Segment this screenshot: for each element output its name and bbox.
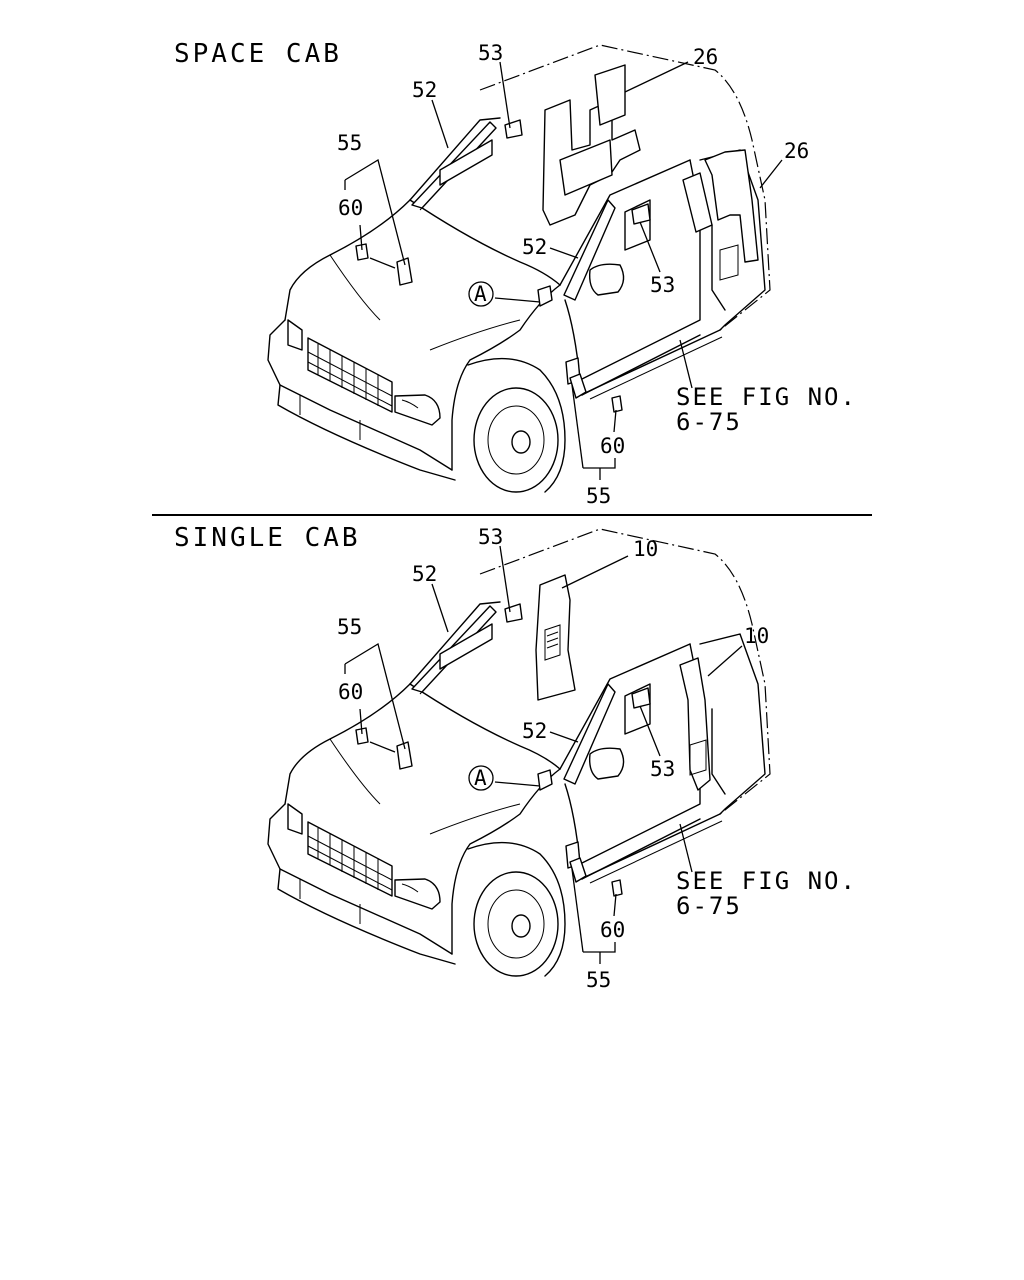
callout-53-pillar-single: 53: [650, 757, 675, 781]
see-fig-note-line2-single: 6-75: [676, 892, 742, 920]
callout-10-rear: 10: [744, 624, 769, 648]
callout-55-lower-single: 55: [586, 968, 611, 992]
single-cab-section: SINGLE CAB 53 10 52 10 55 60 52 53 A 60: [174, 523, 857, 992]
callout-a-label-single: A: [474, 766, 487, 790]
callout-53-top-single: 53: [478, 525, 503, 549]
space-cab-section: SPACE CAB 53 26 52 26 55 60 52 53 A 60 5…: [174, 39, 857, 508]
section-title-space-cab: SPACE CAB: [174, 39, 342, 69]
callout-53-top: 53: [478, 41, 503, 65]
callout-55-upper-single: 55: [337, 615, 362, 639]
callout-52-windshield-single: 52: [412, 562, 437, 586]
callout-circle-a: [468, 281, 494, 307]
see-fig-note-line1-single: SEE FIG NO.: [676, 867, 857, 895]
callout-52-pillar: 52: [522, 235, 547, 259]
callout-26-rear: 26: [784, 139, 809, 163]
callout-53-pillar: 53: [650, 273, 675, 297]
callout-60-lower: 60: [600, 434, 625, 458]
section-title-single-cab: SINGLE CAB: [174, 523, 361, 553]
callout-10-top: 10: [633, 537, 658, 561]
see-fig-note-line2: 6-75: [676, 408, 742, 436]
callout-circle-a-single: [468, 765, 494, 791]
callout-a-label: A: [474, 282, 487, 306]
callout-26-top: 26: [693, 45, 718, 69]
callout-55-upper: 55: [337, 131, 362, 155]
see-fig-note-line1: SEE FIG NO.: [676, 383, 857, 411]
callout-60-upper: 60: [338, 196, 363, 220]
callout-55-lower: 55: [586, 484, 611, 508]
callout-60-upper-single: 60: [338, 680, 363, 704]
callout-52-pillar-single: 52: [522, 719, 547, 743]
callout-52-windshield: 52: [412, 78, 437, 102]
callout-60-lower-single: 60: [600, 918, 625, 942]
